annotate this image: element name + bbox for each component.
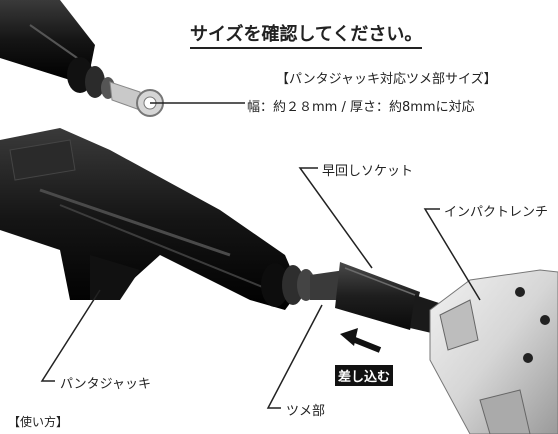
callout-lines <box>40 167 481 409</box>
insert-badge: 差し込む <box>335 365 394 386</box>
usage-heading: 【使い方】 <box>8 415 69 429</box>
callout-socket-label: 早回しソケット <box>322 164 414 179</box>
callout-claw-label: ツメ部 <box>286 404 326 419</box>
speed-socket <box>310 262 445 335</box>
top-jack-closeup <box>0 0 245 117</box>
callout-jack-label: パンタジャッキ <box>60 377 152 392</box>
callout-impact-wrench-label: インパクトレンチ <box>444 205 549 220</box>
spec-sizes: 幅：約２８mm / 厚さ：約8mmに対応 <box>247 100 475 115</box>
spec-heading: 【パンタジャッキ対応ツメ部サイズ】 <box>276 72 497 87</box>
page-title: サイズを確認してください。 <box>190 20 423 49</box>
jack-body <box>0 128 315 310</box>
insert-arrow <box>340 328 382 353</box>
impact-wrench <box>429 269 558 434</box>
